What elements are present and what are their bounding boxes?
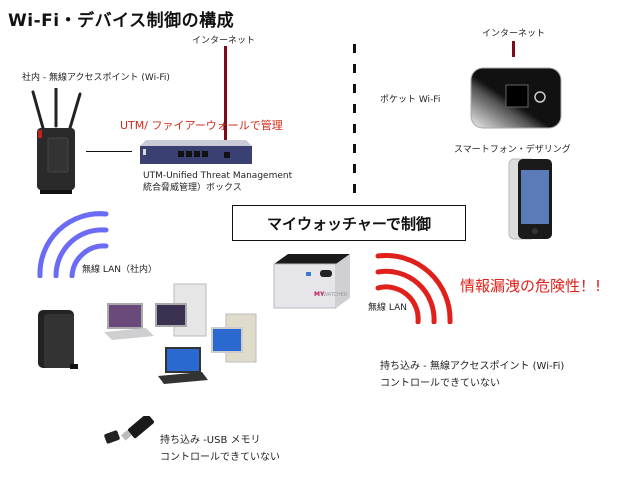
mywatcher-brand-watcher: WATCHER	[323, 292, 348, 298]
ap-note-line2: コントロールできていない	[380, 378, 500, 389]
mywatcher-control-box: マイウォッチャーで制御	[232, 205, 466, 241]
mywatcher-device-icon: MY WATCHER	[273, 254, 350, 309]
wifi-ap-label: 社内 - 無線アクセスポイント (Wi-Fi)	[22, 73, 170, 83]
mywatcher-brand-my: MY	[314, 291, 325, 298]
dashed-divider	[353, 44, 356, 204]
internet-line-left	[224, 46, 227, 146]
external-drive-icon	[38, 310, 78, 369]
wifi-router-icon	[31, 88, 82, 194]
internet-label-left: インターネット	[192, 36, 256, 46]
router-utm-connector	[86, 151, 132, 152]
ap-note-line1: 持ち込み - 無線アクセスポイント (Wi-Fi)	[380, 361, 565, 372]
utm-box-line1: UTM-Unified Threat Management	[143, 171, 293, 181]
pocket-wifi-label: ポケット Wi-Fi	[380, 95, 441, 105]
page-title: Wi-Fi・デバイス制御の構成	[8, 11, 235, 31]
internet-label-right: インターネット	[482, 29, 546, 39]
utm-manage-label: UTM/ ファイアーウォールで管理	[120, 119, 283, 132]
tethering-label: スマートフォン・デザリング	[454, 145, 571, 155]
wireless-lan-internal-label: 無線 LAN（社内）	[82, 265, 157, 275]
internet-line-right	[512, 41, 515, 57]
wifi-signal-red-icon	[375, 253, 453, 324]
usb-note-line1: 持ち込み -USB メモリ	[160, 435, 261, 446]
usb-memory-icon	[104, 416, 154, 444]
utm-device-icon	[140, 140, 252, 164]
utm-box-label: UTM-Unified Threat Management 統合脅威管理）ボック…	[143, 170, 292, 194]
usb-note: 持ち込み -USB メモリ コントロールできていない	[160, 432, 280, 466]
pocket-wifi-icon	[470, 67, 562, 129]
utm-box-line2: 統合脅威管理）ボックス	[143, 183, 242, 193]
client-pcs-icon	[104, 283, 257, 384]
wifi-signal-blue-icon	[37, 211, 109, 278]
smartphone-icon	[508, 158, 552, 240]
danger-label: 情報漏洩の危険性！!	[460, 277, 602, 295]
ap-note: 持ち込み - 無線アクセスポイント (Wi-Fi) コントロールできていない	[380, 358, 564, 392]
usb-note-line2: コントロールできていない	[160, 452, 280, 463]
wireless-lan-label: 無線 LAN	[368, 303, 407, 313]
